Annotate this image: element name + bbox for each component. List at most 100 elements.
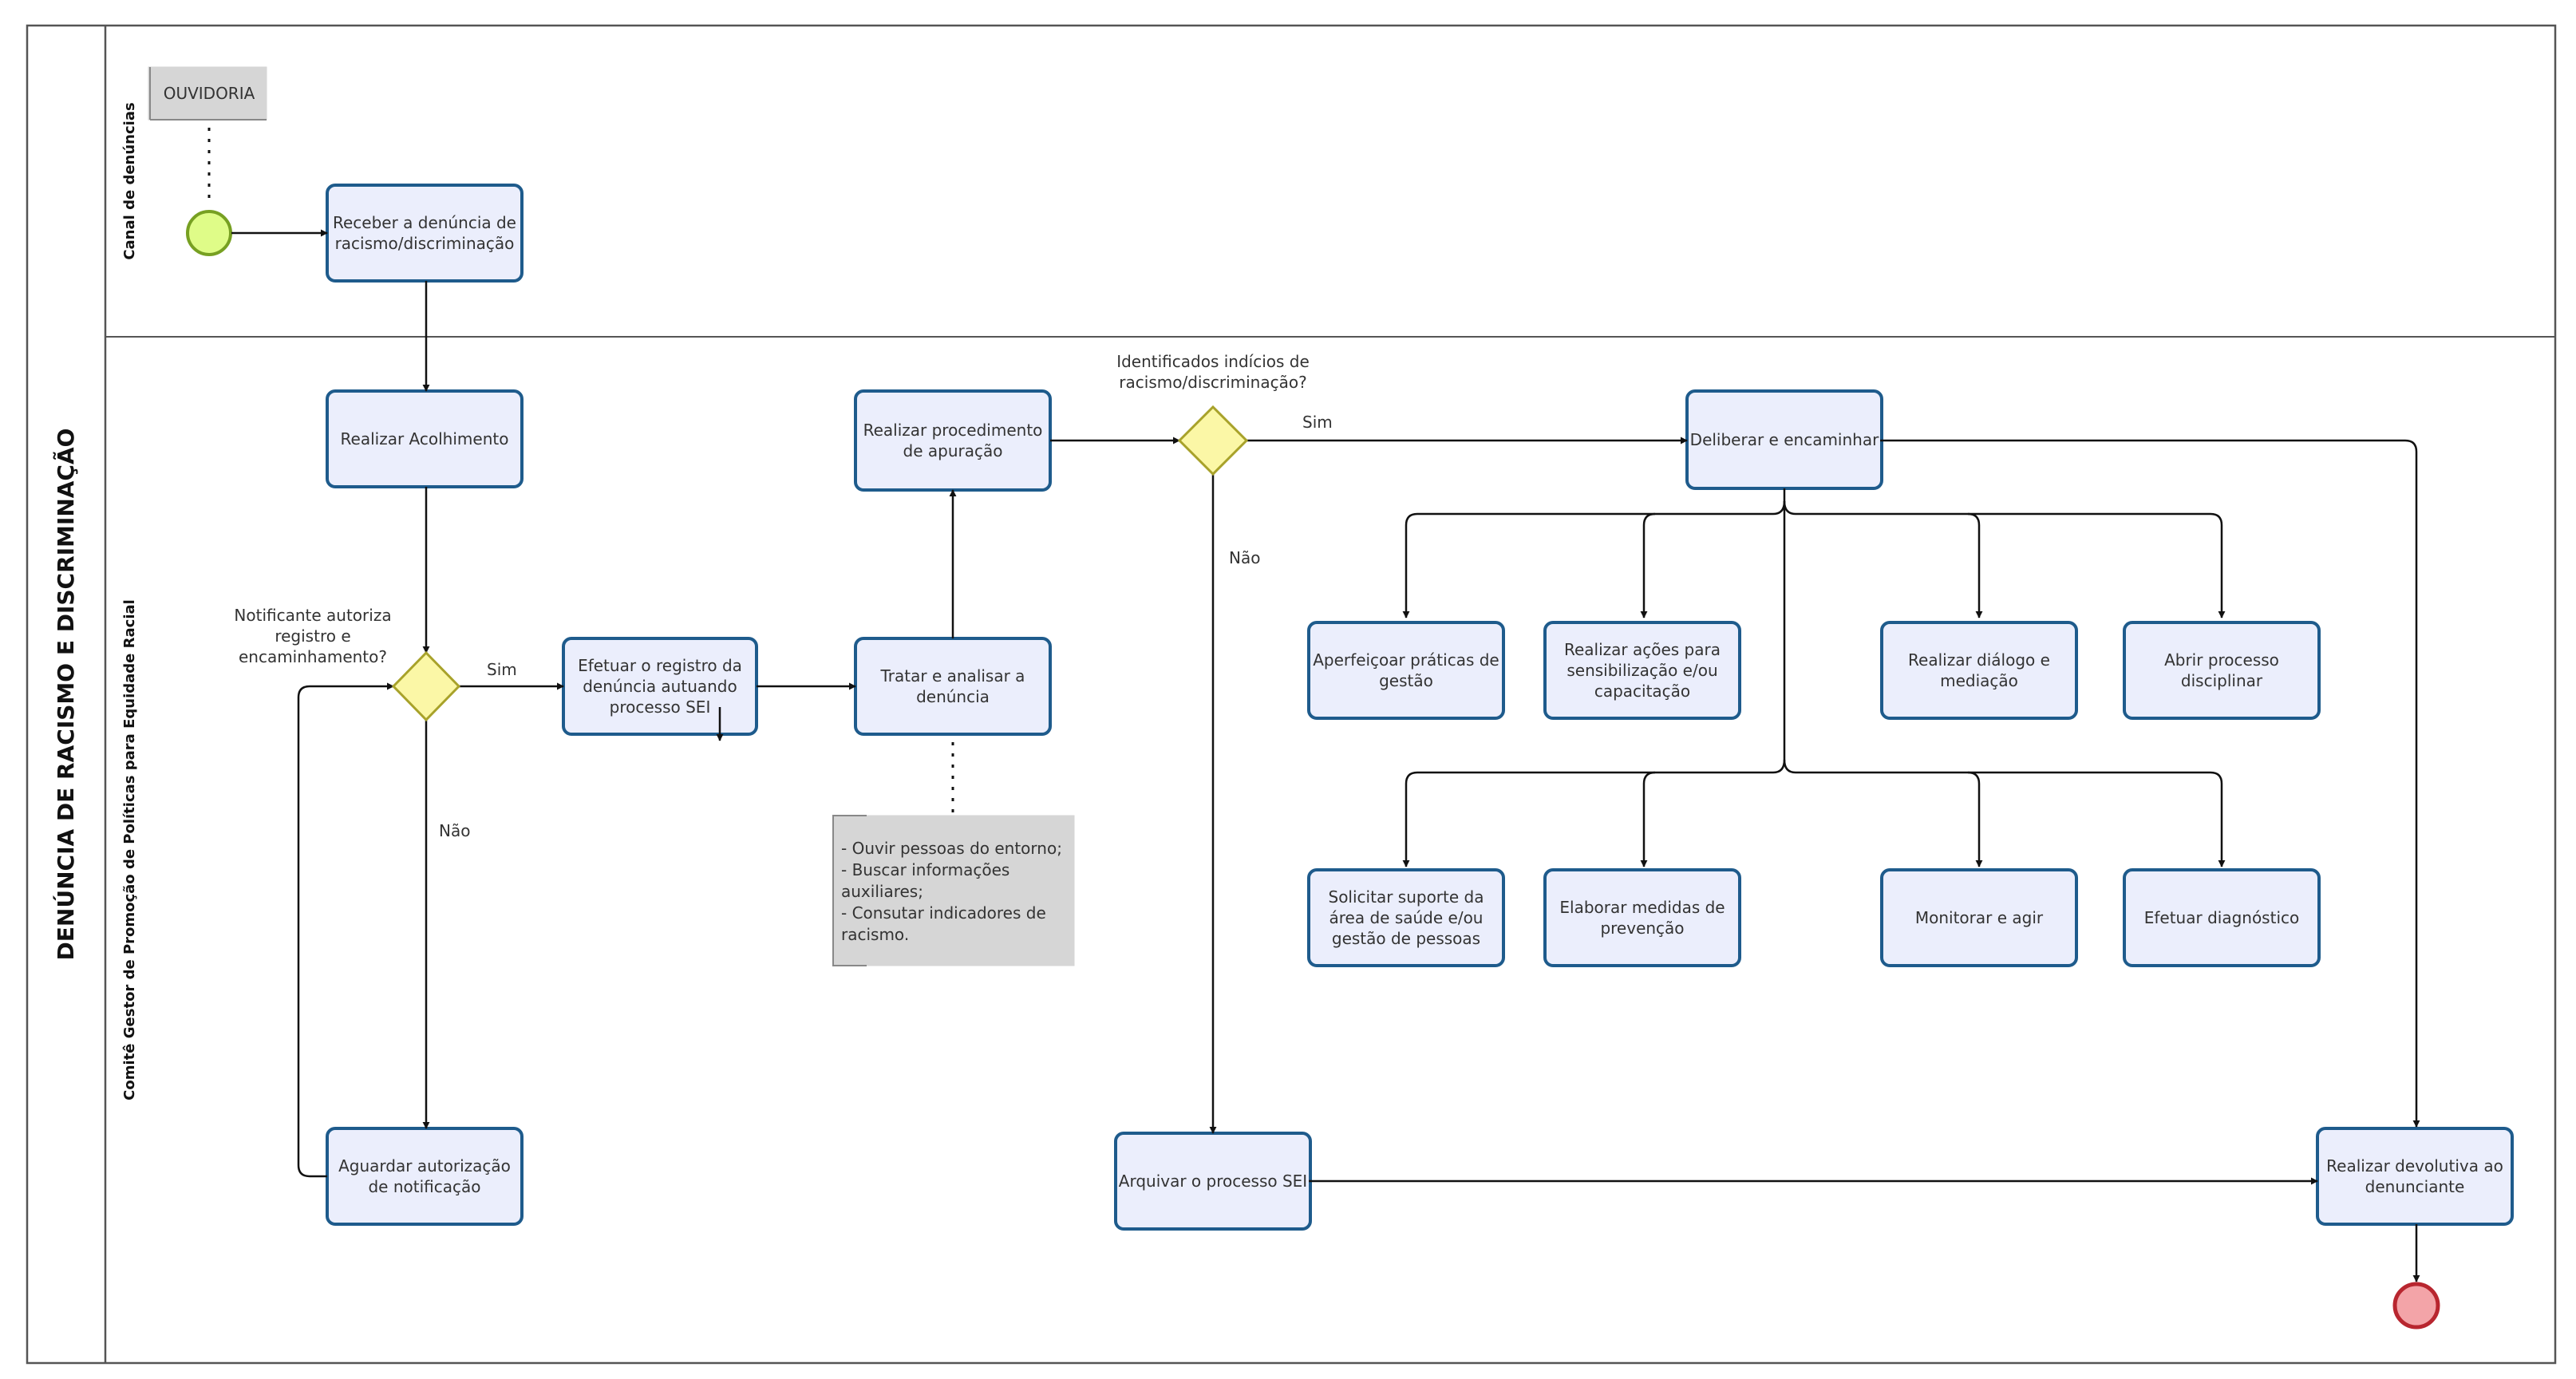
task-label-line: de notificação xyxy=(368,1177,480,1196)
task-label-line: Deliberar e encaminhar xyxy=(1690,430,1879,449)
task-label-line: mediação xyxy=(1940,671,2018,690)
task-label-line: Realizar procedimento xyxy=(863,421,1043,440)
task-label-line: denúncia xyxy=(916,687,990,706)
svg-text:encaminhamento?: encaminhamento? xyxy=(239,647,387,666)
task-label-line: área de saúde e/ou xyxy=(1329,908,1484,927)
task-box xyxy=(1307,621,1505,720)
task-label-line: capacitação xyxy=(1594,682,1690,701)
task-monitorar[interactable]: Monitorar e agir xyxy=(1880,868,2078,967)
g1-question: Notificante autoriza registro e encaminh… xyxy=(234,606,391,666)
g1-question-line-3: encaminhamento? xyxy=(239,647,387,666)
pool: DENÚNCIA DE RACISMO E DISCRIMINAÇÃO Cana… xyxy=(26,24,2557,1365)
task-box xyxy=(2123,621,2321,720)
task-deliberar[interactable]: Deliberar e encaminhar xyxy=(1685,389,1883,490)
task-prevencao[interactable]: Elaborar medidas de prevenção xyxy=(1543,868,1741,967)
end-event[interactable] xyxy=(2392,1282,2440,1330)
task-label-line: disciplinar xyxy=(2181,671,2263,690)
task-box xyxy=(326,184,523,283)
task-sensibilizacao[interactable]: Realizar ações para sensibilização e/ou ca… xyxy=(1543,621,1741,720)
g2-question-line-2: racismo/discriminação? xyxy=(1119,373,1306,392)
task-label-line: Receber a denúncia de xyxy=(333,213,516,232)
g2-question-line-1: Identificados indícios de xyxy=(1116,352,1310,371)
flow-branch-dialogo xyxy=(1967,512,1983,618)
task-box xyxy=(1307,868,1505,967)
sequence-flows xyxy=(231,229,2420,1282)
annotation-line: - Ouvir pessoas do entorno; xyxy=(841,839,1062,858)
svg-text:racismo/discriminação?: racismo/discriminação? xyxy=(1119,373,1306,392)
task-label-line: denúncia autuando xyxy=(583,677,737,696)
annotation-tratar[interactable]: - Ouvir pessoas do entorno; - Buscar info… xyxy=(832,742,1075,966)
task-label-line: gestão xyxy=(1379,671,1433,690)
task-label-line: Efetuar diagnóstico xyxy=(2144,908,2300,927)
task-label-line: Realizar ações para xyxy=(1564,640,1721,659)
task-box xyxy=(854,389,1052,492)
task-box xyxy=(2123,868,2321,967)
annotation-line: auxiliares; xyxy=(841,882,923,901)
task-box xyxy=(1880,868,2078,967)
flow-branch-bottom-left xyxy=(1402,759,1786,867)
task-label-line: Solicitar suporte da xyxy=(1329,887,1484,907)
task-label-line: Realizar Acolhimento xyxy=(341,429,509,448)
g1-question-line-1: Notificante autoriza xyxy=(234,606,391,625)
task-box xyxy=(854,637,1052,736)
task-label-line: processo SEI xyxy=(610,697,711,717)
task-label-line: Realizar devolutiva ao xyxy=(2326,1156,2503,1176)
flow-branch-bottom-right xyxy=(1783,759,2226,867)
task-label-line: Efetuar o registro da xyxy=(578,656,742,675)
g1-question-line-2: registro e xyxy=(275,626,350,646)
task-label-line: racismo/discriminação xyxy=(335,234,515,253)
task-label-line: Elaborar medidas de xyxy=(1559,898,1725,917)
flow-aguardar-g1 xyxy=(297,682,394,1178)
gateway-indicios[interactable] xyxy=(1177,405,1249,476)
task-arquivar[interactable]: Arquivar o processo SEI xyxy=(1114,1132,1312,1231)
annotation-line: - Buscar informações xyxy=(841,860,1009,879)
flow-branch-top-left xyxy=(1402,500,1786,618)
pool-title: DENÚNCIA DE RACISMO E DISCRIMINAÇÃO xyxy=(52,429,79,961)
flow-branch-sensibilizacao xyxy=(1640,512,1656,618)
task-box xyxy=(326,1127,523,1226)
svg-text:Identificados indícios de: Identificados indícios de xyxy=(1116,352,1310,371)
annotation-line: - Consutar indicadores de xyxy=(841,903,1046,923)
svg-text:registro e: registro e xyxy=(275,626,350,646)
start-event[interactable] xyxy=(186,210,232,256)
flow-branch-monitorar xyxy=(1967,771,1983,867)
task-label-line: de apuração xyxy=(903,441,1003,460)
tasks-layer: Receber a denúncia de racismo/discriminaç… xyxy=(326,184,2514,1231)
task-label-line: gestão de pessoas xyxy=(1332,929,1480,948)
task-box xyxy=(2316,1127,2514,1226)
flow-deliberar-devolutiva xyxy=(1880,439,2420,1128)
task-label-line: Realizar diálogo e xyxy=(1908,650,2050,670)
annotation-line: racismo. xyxy=(841,925,909,944)
task-label-line: prevenção xyxy=(1600,919,1684,938)
svg-text:Notificante autoriza: Notificante autoriza xyxy=(234,606,391,625)
task-label-line: Monitorar e agir xyxy=(1915,908,2044,927)
ouvidoria-datastore[interactable]: OUVIDORIA xyxy=(148,66,267,121)
task-diagnostico[interactable]: Efetuar diagnóstico xyxy=(2123,868,2321,967)
task-receber[interactable]: Receber a denúncia de racismo/discriminaç… xyxy=(326,184,523,283)
task-label-line: Aguardar autorização xyxy=(338,1156,511,1176)
task-label-line: Abrir processo xyxy=(2164,650,2279,670)
task-efetuar-registro[interactable]: Efetuar o registro da denúncia autuandopr… xyxy=(562,637,758,736)
task-box xyxy=(1543,868,1741,967)
task-box xyxy=(1543,621,1741,720)
flow-labels: Sim Não Sim Não xyxy=(439,413,1333,840)
task-label-line: Arquivar o processo SEI xyxy=(1119,1172,1307,1191)
task-label-line: Aperfeiçoar práticas de xyxy=(1313,650,1499,670)
g1-no-label: Não xyxy=(439,821,470,840)
ouvidoria-label: OUVIDORIA xyxy=(164,84,255,103)
task-label-line: Tratar e analisar a xyxy=(880,666,1025,686)
task-acolhimento[interactable]: Realizar Acolhimento xyxy=(326,389,523,488)
task-label-line: sensibilização e/ou xyxy=(1567,661,1717,680)
gateway-autoriza[interactable] xyxy=(391,650,461,722)
g2-yes-label: Sim xyxy=(1302,413,1333,432)
lane-comite-title: Comitê Gestor de Promoção de Políticas p… xyxy=(121,599,138,1100)
